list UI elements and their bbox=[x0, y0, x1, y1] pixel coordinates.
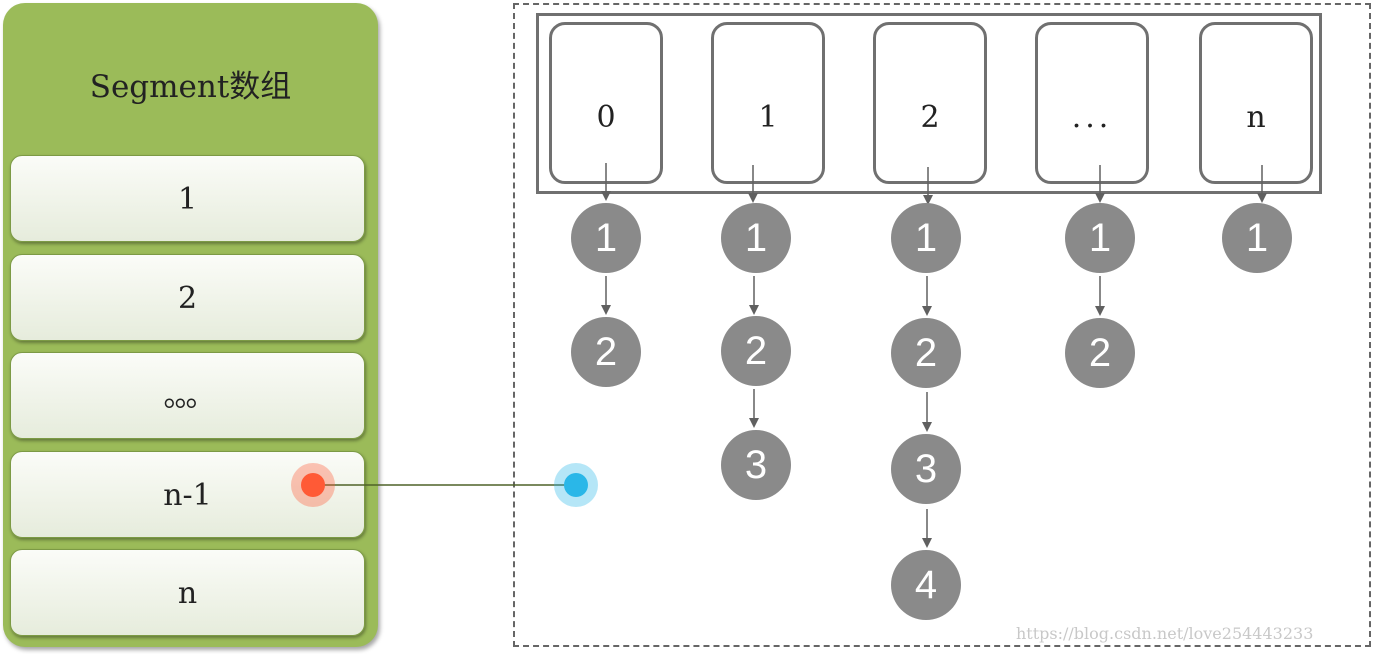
hash-entry-region bbox=[513, 3, 1371, 647]
bucket-0[interactable]: 0 bbox=[549, 22, 663, 184]
segment-item-1[interactable]: 1 bbox=[10, 155, 365, 242]
node-bucket0-1[interactable]: 1 bbox=[571, 203, 641, 273]
segment-item-n-minus-1[interactable]: n-1 bbox=[10, 451, 365, 538]
bucket-array-frame bbox=[536, 13, 1322, 194]
node-bucket1-1[interactable]: 1 bbox=[721, 203, 791, 273]
bucket-2[interactable]: 2 bbox=[873, 22, 987, 184]
segment-item-2[interactable]: 2 bbox=[10, 254, 365, 341]
node-bucket2-2[interactable]: 2 bbox=[891, 318, 961, 388]
node-bucket-ellipsis-1[interactable]: 1 bbox=[1065, 203, 1135, 273]
node-bucket1-2[interactable]: 2 bbox=[721, 316, 791, 386]
bucket-1[interactable]: 1 bbox=[711, 22, 825, 184]
segment-array-title: Segment数组 bbox=[89, 69, 292, 105]
segment-item-ellipsis[interactable]: 。。。 bbox=[10, 352, 365, 439]
node-bucket-ellipsis-2[interactable]: 2 bbox=[1065, 318, 1135, 388]
bucket-n[interactable]: n bbox=[1199, 22, 1313, 184]
node-bucketn-1[interactable]: 1 bbox=[1222, 203, 1292, 273]
node-bucket2-3[interactable]: 3 bbox=[891, 434, 961, 504]
node-bucket1-3[interactable]: 3 bbox=[721, 430, 791, 500]
bucket-ellipsis[interactable]: ... bbox=[1035, 22, 1149, 184]
node-bucket2-1[interactable]: 1 bbox=[891, 203, 961, 273]
segment-item-n[interactable]: n bbox=[10, 549, 365, 636]
watermark-url: https://blog.csdn.net/love254443233 bbox=[1016, 624, 1314, 643]
node-bucket0-2[interactable]: 2 bbox=[571, 317, 641, 387]
node-bucket2-4[interactable]: 4 bbox=[891, 550, 961, 620]
